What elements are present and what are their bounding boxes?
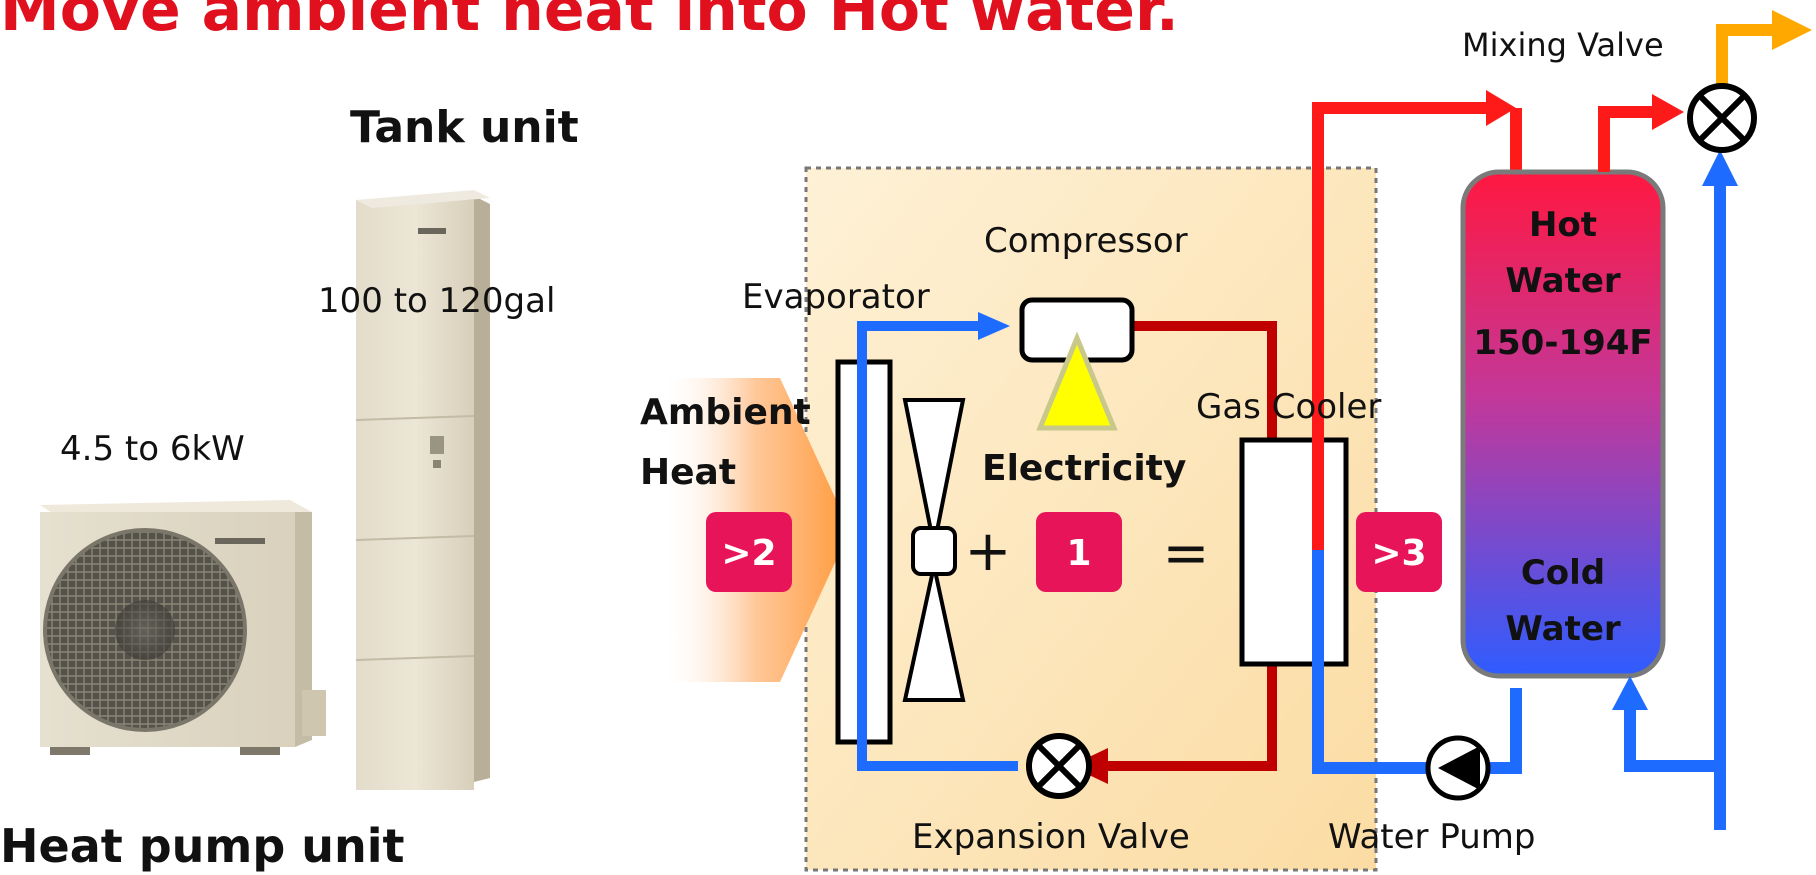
tank-hot-temp: 150-194F xyxy=(1473,323,1652,363)
compressor-label: Compressor xyxy=(984,221,1188,261)
gas-cooler-label: Gas Cooler xyxy=(1196,387,1381,427)
hot-water-outlet-pipe xyxy=(1598,106,1660,172)
tank-hot-label: Hot xyxy=(1529,205,1597,245)
electricity-value-badge: 1 xyxy=(1036,512,1122,592)
hot-water-pipe xyxy=(1312,102,1490,550)
ambient-heat-label: Heat xyxy=(640,452,736,493)
heat-pump-unit-illustration xyxy=(40,500,326,755)
ambient-value: >2 xyxy=(721,533,776,574)
output-value: >3 xyxy=(1371,533,1426,574)
tank-unit-label: Tank unit xyxy=(350,102,579,153)
water-pump-label: Water Pump xyxy=(1328,817,1535,857)
tank-capacity-label: 100 to 120gal xyxy=(318,281,555,321)
fan-icon xyxy=(902,398,966,702)
plus-sign: + xyxy=(965,519,1012,584)
mixing-valve-label: Mixing Valve xyxy=(1462,26,1664,64)
flow-arrow xyxy=(1702,150,1738,186)
evaporator-label: Evaporator xyxy=(742,277,930,317)
heat-pump-unit-label: Heat pump unit xyxy=(0,819,405,873)
mixed-water-outlet-pipe xyxy=(1716,24,1776,90)
ambient-value-badge: >2 xyxy=(706,512,792,592)
flow-arrow xyxy=(1486,90,1516,126)
cold-water-pipe xyxy=(1312,550,1522,774)
tank-cold-label: Cold xyxy=(1521,553,1605,593)
outlet-arrow xyxy=(1772,10,1812,50)
flow-arrow xyxy=(1652,94,1684,130)
tank-unit-illustration xyxy=(355,190,490,790)
output-value-badge: >3 xyxy=(1356,512,1442,592)
expansion-valve-label: Expansion Valve xyxy=(912,817,1190,857)
storage-tank xyxy=(1460,169,1666,679)
cold-supply-pipe xyxy=(1624,706,1726,830)
tank-hot-label: Water xyxy=(1505,261,1621,301)
refrigerant-low-pipe xyxy=(857,321,1018,771)
heat-pump-power-label: 4.5 to 6kW xyxy=(60,429,245,469)
electricity-label: Electricity xyxy=(982,448,1186,489)
flow-arrow xyxy=(978,312,1010,340)
gas-cooler-box xyxy=(1239,437,1349,667)
flow-arrow xyxy=(1612,676,1648,710)
page-title: Move ambient heat into Hot water. xyxy=(0,0,1179,45)
electricity-triangle xyxy=(1036,331,1118,431)
equals-sign: = xyxy=(1163,521,1210,586)
tank-cold-label: Water xyxy=(1505,609,1621,649)
water-pump-icon xyxy=(1425,735,1491,801)
ambient-heat-label: Ambient xyxy=(640,392,811,433)
electricity-value: 1 xyxy=(1066,533,1091,574)
mixing-valve-icon xyxy=(1687,83,1757,153)
expansion-valve-icon xyxy=(1026,733,1092,799)
